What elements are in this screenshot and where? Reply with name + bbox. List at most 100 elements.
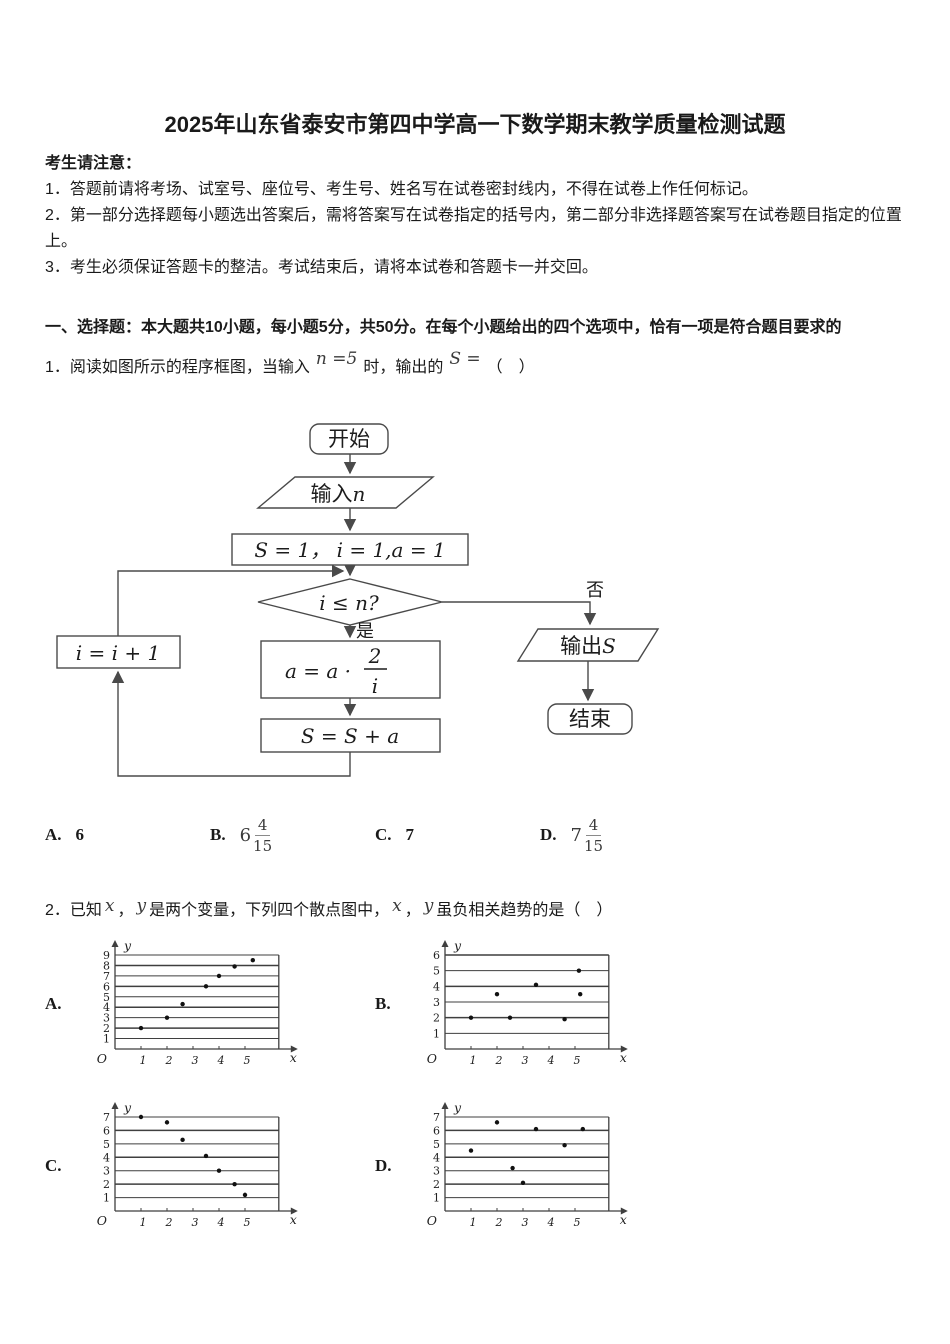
- option-a-value: 6: [75, 825, 85, 844]
- svg-text:1: 1: [470, 1216, 477, 1229]
- option-c: C. 7: [375, 825, 540, 845]
- start-node-label: 开始: [328, 428, 370, 451]
- svg-text:7: 7: [103, 970, 110, 983]
- increment-label: i = i + 1: [76, 641, 160, 665]
- svg-text:y: y: [453, 938, 462, 953]
- chart-label-a: A.: [45, 994, 62, 1013]
- multiply-denominator: i: [372, 674, 378, 698]
- svg-text:5: 5: [574, 1216, 581, 1229]
- svg-text:2: 2: [103, 1022, 110, 1035]
- svg-text:1: 1: [433, 1192, 440, 1205]
- question-2-prefix: 2．已知: [45, 902, 102, 919]
- svg-text:6: 6: [103, 980, 110, 993]
- svg-text:3: 3: [433, 996, 440, 1009]
- svg-text:6: 6: [433, 949, 440, 962]
- svg-text:5: 5: [244, 1216, 251, 1229]
- svg-text:1: 1: [470, 1054, 477, 1067]
- svg-text:x: x: [620, 1050, 627, 1065]
- svg-text:5: 5: [103, 991, 110, 1004]
- svg-text:x: x: [620, 1212, 627, 1227]
- svg-text:2: 2: [165, 1054, 173, 1067]
- formula-var-y-1: y: [136, 896, 147, 916]
- svg-text:3: 3: [103, 1165, 110, 1178]
- option-d: D. 7 4 15: [540, 816, 705, 855]
- option-d-fraction: 4 15: [584, 816, 603, 855]
- svg-text:8: 8: [103, 959, 110, 972]
- svg-text:4: 4: [217, 1054, 225, 1067]
- svg-text:2: 2: [495, 1054, 503, 1067]
- option-c-label: C.: [375, 825, 392, 844]
- increment-node: [56, 635, 181, 669]
- notice-item-2: 2．第一部分选择题每小题选出答案后，需将答案写在试卷指定的括号内，第二部分非选择…: [45, 207, 902, 250]
- svg-text:3: 3: [192, 1054, 199, 1067]
- svg-text:7: 7: [433, 1111, 440, 1124]
- flowchart-figure: 开始 输入n S = 1， i = 1,a = 1 i ≤ n? 是 否 i =…: [50, 414, 905, 794]
- svg-text:3: 3: [522, 1216, 529, 1229]
- yes-branch-label: 是: [356, 621, 374, 641]
- svg-text:y: y: [123, 938, 132, 953]
- no-branch-label: 否: [586, 580, 604, 600]
- svg-text:5: 5: [103, 1138, 110, 1151]
- init-node: [231, 533, 469, 566]
- svg-text:4: 4: [103, 1001, 110, 1014]
- option-d-label: D.: [540, 825, 557, 844]
- svg-text:2: 2: [103, 1178, 110, 1191]
- svg-text:4: 4: [433, 980, 440, 993]
- formula-n-equals-5: n =5: [315, 349, 358, 369]
- option-d-denominator: 15: [583, 836, 604, 855]
- condition-diamond: [257, 578, 443, 626]
- svg-text:x: x: [290, 1050, 297, 1065]
- chart-label-d: D.: [375, 1156, 392, 1175]
- page-title: 2025年山东省泰安市第四中学高一下数学期末教学质量检测试题: [164, 112, 786, 137]
- multiply-node: [260, 640, 441, 699]
- no-branch-line: [442, 601, 597, 626]
- notice-item-1: 1．答题前请将考场、试室号、座位号、考生号、姓名写在试卷密封线内，不得在试卷上作…: [45, 181, 758, 198]
- option-b-value: 6 4 15: [240, 816, 273, 855]
- formula-s-equals: S =: [449, 349, 481, 369]
- svg-text:6: 6: [433, 1124, 440, 1137]
- svg-text:2: 2: [433, 1178, 440, 1191]
- svg-text:y: y: [453, 1100, 462, 1115]
- svg-text:4: 4: [433, 1151, 440, 1164]
- loop-return-line: [117, 564, 345, 636]
- svg-text:O: O: [97, 1051, 107, 1066]
- svg-text:4: 4: [103, 1151, 110, 1164]
- notice-block: 考生请注意： 1．答题前请将考场、试室号、座位号、考生号、姓名写在试卷密封线内，…: [45, 151, 905, 281]
- question-1-prefix: 1．阅读如图所示的程序框图，当输入: [45, 359, 310, 376]
- input-node-label: 输入n: [311, 482, 366, 506]
- option-b-label: B.: [210, 825, 226, 844]
- start-node: [309, 423, 389, 455]
- svg-text:1: 1: [433, 1027, 440, 1040]
- svg-text:1: 1: [103, 1192, 110, 1205]
- svg-text:O: O: [427, 1213, 437, 1228]
- svg-text:4: 4: [547, 1054, 555, 1067]
- svg-text:2: 2: [433, 1012, 440, 1025]
- svg-text:7: 7: [103, 1111, 110, 1124]
- svg-text:1: 1: [103, 1033, 110, 1046]
- svg-text:2: 2: [495, 1216, 503, 1229]
- svg-text:5: 5: [433, 965, 440, 978]
- svg-text:5: 5: [433, 1138, 440, 1151]
- flowchart: 开始 输入n S = 1， i = 1,a = 1 i ≤ n? 是 否 i =…: [56, 423, 660, 777]
- question-2-suffix: 虽负相关趋势的是（ ）: [436, 902, 613, 919]
- option-b-denominator: 15: [253, 836, 273, 855]
- svg-text:y: y: [123, 1100, 132, 1115]
- question-2-mid: 是两个变量，下列四个散点图中，: [149, 902, 390, 919]
- svg-text:3: 3: [192, 1216, 199, 1229]
- svg-text:3: 3: [433, 1165, 440, 1178]
- end-node: [547, 703, 633, 735]
- chart-label-b: B.: [375, 994, 391, 1013]
- output-node-label: 输出S: [560, 634, 616, 658]
- svg-text:x: x: [290, 1212, 297, 1227]
- option-d-value: 7 4 15: [571, 816, 604, 855]
- init-node-label: S = 1， i = 1,a = 1: [254, 538, 445, 562]
- svg-text:5: 5: [574, 1054, 581, 1067]
- multiply-numerator: 2: [368, 644, 382, 668]
- option-b-whole: 6: [239, 824, 252, 846]
